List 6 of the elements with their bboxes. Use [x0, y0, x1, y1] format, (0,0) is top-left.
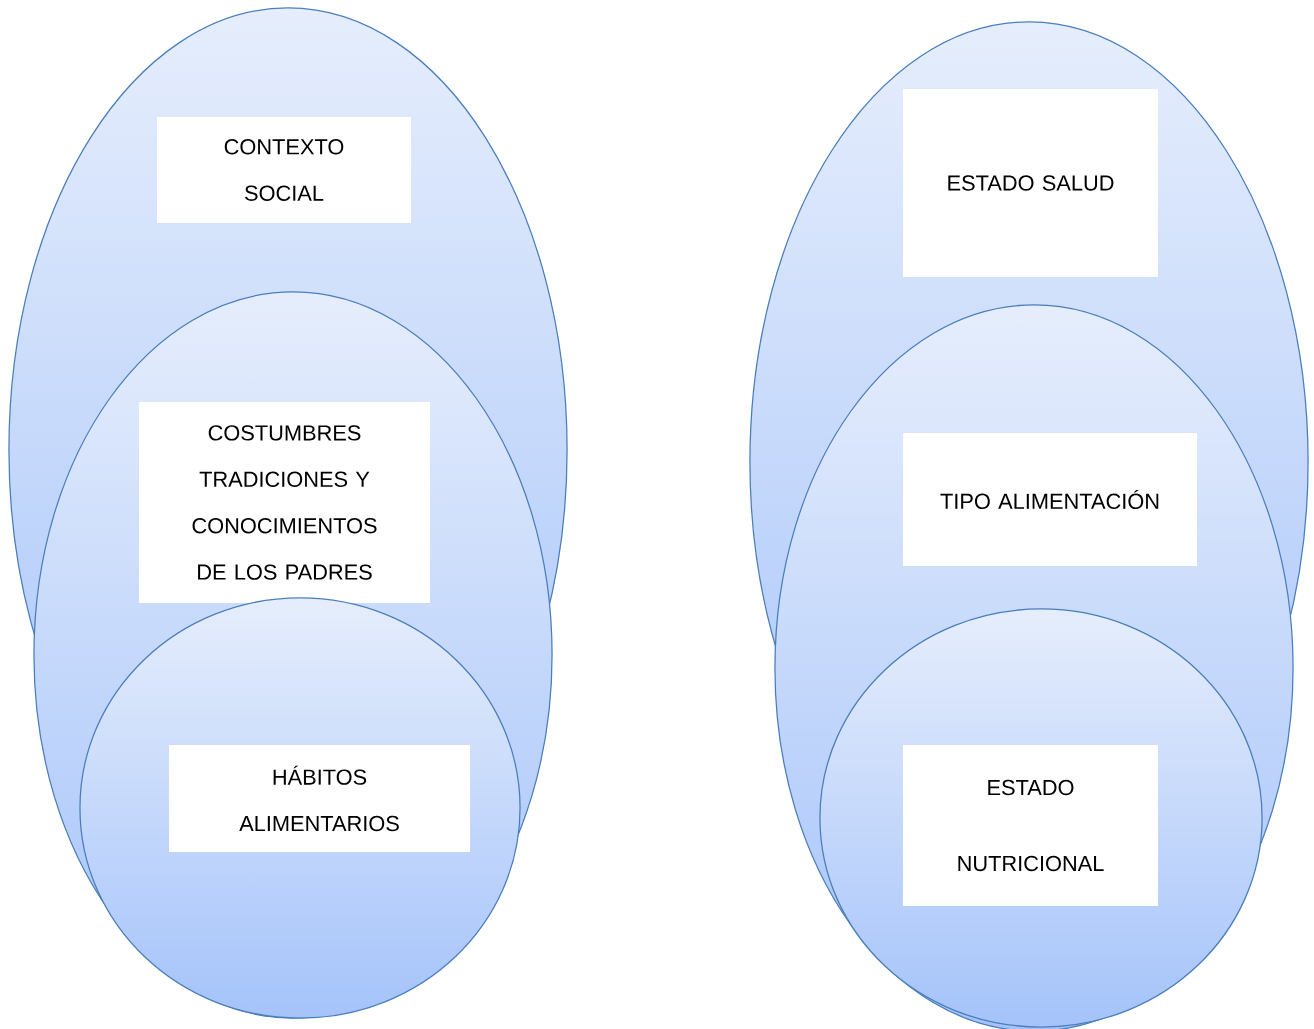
text-box: ESTADO NUTRICIONAL	[903, 745, 1159, 906]
text-box: TIPO ALIMENTACIÓN	[902, 433, 1198, 566]
text-box: HÁBITOS ALIMENTARIOS	[168, 745, 471, 852]
text-box: COSTUMBRES TRADICIONES Y CONOCIMIENTOS DE LOS PADRES	[138, 401, 431, 603]
text-box: CONTEXTO SOCIAL	[157, 117, 412, 223]
text-box: ESTADO SALUD	[903, 88, 1159, 277]
